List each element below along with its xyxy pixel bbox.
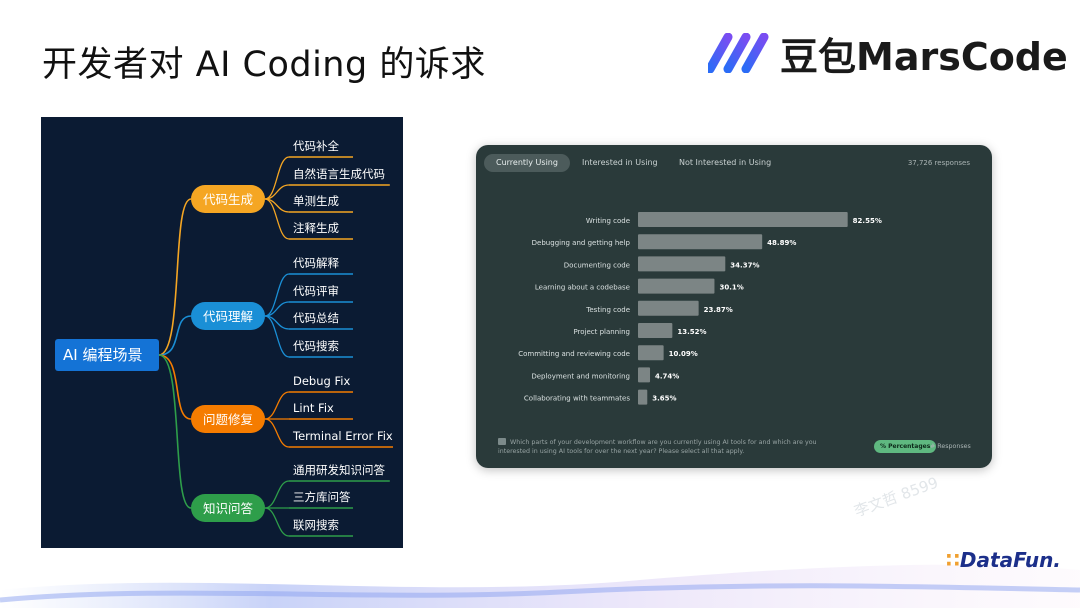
mindmap-branch-label: 问题修复 — [203, 412, 254, 427]
mindmap-image: AI 编程场景代码生成代码补全自然语言生成代码单测生成注释生成代码理解代码解释代… — [41, 117, 403, 548]
mindmap-leaf-label: 通用研发知识问答 — [293, 463, 385, 477]
mindmap-leaf-label: 代码解释 — [293, 256, 339, 270]
responses-count: 37,726 responses — [907, 159, 970, 167]
bar — [638, 256, 726, 272]
mindmap-leaf-label: Debug Fix — [293, 374, 350, 388]
bar — [638, 300, 699, 316]
marscode-logo: 豆包MarsCode — [708, 28, 1068, 79]
bar-value-label: 48.89% — [767, 239, 796, 247]
bar-value-label: 30.1% — [719, 284, 743, 292]
tab-currently-using[interactable]: Currently Using — [484, 154, 570, 172]
survey-question-text: Which parts of your development workflow… — [498, 439, 817, 455]
bar — [638, 389, 648, 405]
survey-question: Which parts of your development workflow… — [498, 438, 838, 456]
mindmap-branch-label: 代码生成 — [203, 192, 253, 207]
datafun-text: DataFun. — [959, 548, 1061, 572]
bar-category-label: Committing and reviewing code — [518, 350, 630, 358]
bar-category-label: Collaborating with teammates — [524, 395, 630, 403]
mindmap-leaf-label: 单测生成 — [293, 194, 339, 208]
mindmap-branch-label: 代码理解 — [203, 309, 253, 324]
mindmap-leaf-label: 代码搜索 — [293, 339, 339, 353]
bar-category-label: Debugging and getting help — [532, 239, 631, 247]
decorative-wave — [0, 564, 1080, 608]
bar — [638, 212, 848, 227]
percentages-toggle[interactable]: % Percentages — [874, 440, 937, 453]
mindmap-root-label: AI 编程场景 — [63, 346, 142, 364]
mindmap-leaf-label: Terminal Error Fix — [292, 429, 393, 443]
bar-category-label: Deployment and monitoring — [531, 372, 630, 380]
mindmap-root: AI 编程场景 — [55, 339, 159, 371]
bar — [638, 367, 651, 383]
mindmap-leaf-label: 代码评审 — [293, 284, 339, 298]
tab-not-interested[interactable]: Not Interested in Using — [679, 158, 772, 167]
datafun-dot-icon: ∷ — [946, 548, 960, 572]
bar-value-label: 82.55% — [853, 217, 882, 225]
watermark: 李文哲 8599 — [851, 473, 941, 521]
bar-value-label: 34.37% — [730, 261, 759, 269]
bar — [638, 323, 673, 338]
bar-value-label: 10.09% — [669, 350, 698, 358]
logo-text: 豆包MarsCode — [780, 34, 1068, 79]
slide-title: 开发者对 AI Coding 的诉求 — [42, 45, 486, 85]
bar-category-label: Testing code — [585, 306, 630, 314]
mindmap-branch-label: 知识问答 — [203, 501, 254, 516]
bar — [638, 234, 763, 250]
survey-card: Currently Using Interested in Using Not … — [476, 145, 992, 468]
tab-interested-in-using[interactable]: Interested in Using — [582, 158, 658, 167]
bar-value-label: 23.87% — [704, 306, 733, 314]
mindmap-leaf-label: 代码总结 — [293, 311, 339, 325]
marscode-logo-icon — [708, 33, 769, 73]
bar — [638, 278, 715, 294]
bar-chart: Writing code 82.55% Debugging and getting … — [518, 212, 882, 405]
mindmap-leaf-label: 代码补全 — [293, 139, 339, 153]
mindmap-leaf-label: 注释生成 — [293, 221, 339, 235]
bar-value-label: 4.74% — [655, 372, 679, 380]
comment-icon — [498, 438, 506, 445]
mindmap-leaf-label: Lint Fix — [293, 401, 334, 415]
mindmap-leaf-label: 三方库问答 — [293, 490, 351, 504]
mindmap-leaf-label: 自然语言生成代码 — [293, 167, 385, 181]
bar-category-label: Writing code — [586, 217, 630, 225]
bar-value-label: 13.52% — [677, 328, 706, 336]
bar-value-label: 3.65% — [652, 395, 676, 403]
bar-category-label: Learning about a codebase — [535, 284, 630, 292]
bar-category-label: Documenting code — [564, 261, 630, 269]
responses-toggle[interactable]: # Responses — [930, 443, 971, 450]
bar-category-label: Project planning — [573, 328, 630, 336]
mindmap-leaf-label: 联网搜索 — [293, 518, 339, 532]
bar — [638, 345, 664, 361]
datafun-logo: ∷DataFun. — [946, 548, 1061, 572]
mindmap-diagram: AI 编程场景代码生成代码补全自然语言生成代码单测生成注释生成代码理解代码解释代… — [55, 139, 393, 537]
